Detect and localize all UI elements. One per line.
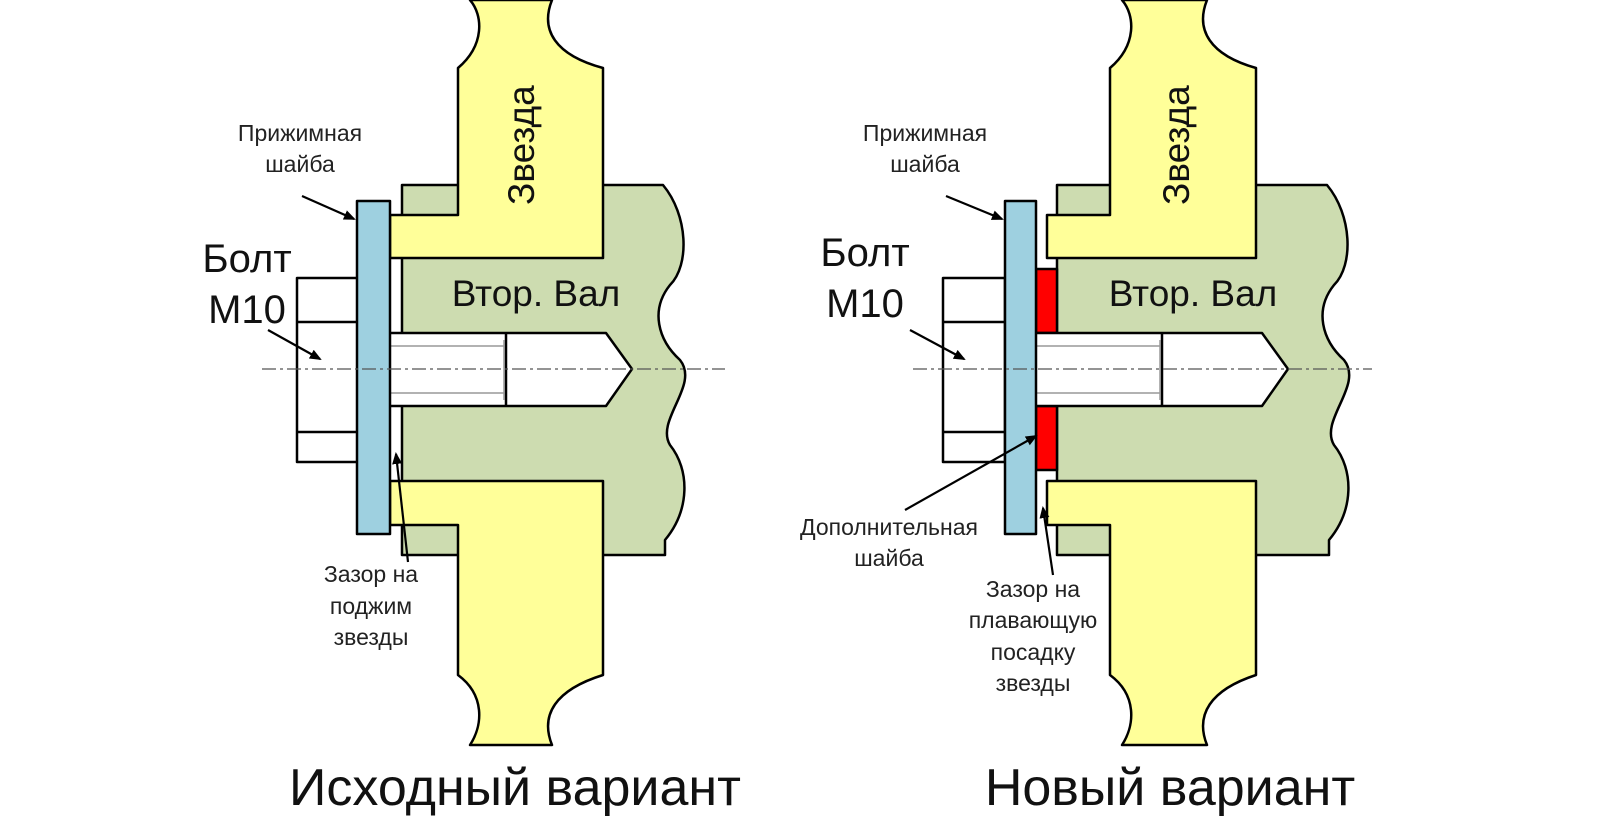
star-lower-right	[1045, 479, 1258, 747]
extra-washer-label-right-1: Дополнительная	[800, 514, 978, 540]
title-right: Новый вариант	[985, 759, 1355, 817]
star-upper-right	[1045, 0, 1258, 260]
washer-label-right-1: Прижимная	[863, 120, 987, 146]
washer-label-right-2: шайба	[890, 151, 960, 177]
extra-washer-leader-right	[904, 435, 1038, 511]
bolt-leader-right	[909, 329, 966, 360]
bolt-head-left	[295, 276, 361, 464]
shaft-label-left: Втор. Вал	[452, 273, 621, 314]
bolt-label-left-1: Болт	[202, 237, 291, 281]
bolt-leader-left	[267, 329, 322, 360]
star-lower-left	[388, 479, 605, 747]
gap-label-right-2: плавающую	[969, 607, 1098, 633]
washer-label-left-2: шайба	[265, 151, 335, 177]
gap-label-right-4: звезды	[996, 670, 1071, 696]
gap-leader-right	[1039, 506, 1055, 576]
extra-washer-upper-right	[1034, 267, 1059, 335]
washer-leader-left	[301, 194, 356, 221]
star-label-right: Звезда	[1156, 85, 1197, 205]
original-variant: Звезда Втор. Вал Болт М10 Прижимная шайб…	[202, 0, 741, 817]
clamp-washer-right	[1003, 199, 1038, 536]
bolt-label-left-2: М10	[208, 288, 286, 332]
bolt-label-right-2: М10	[826, 282, 904, 326]
title-left: Исходный вариант	[289, 759, 741, 817]
thread-left	[390, 340, 505, 400]
washer-leader-right	[945, 194, 1004, 221]
gap-label-right-3: посадку	[991, 639, 1076, 665]
bolt-head-right	[941, 276, 1007, 464]
star-label-left: Звезда	[501, 85, 542, 205]
washer-label-left-1: Прижимная	[238, 120, 362, 146]
gap-label-left-2: поджим	[330, 593, 412, 619]
shaft-label-right: Втор. Вал	[1109, 273, 1278, 314]
clamp-washer-left	[355, 199, 392, 536]
bolt-label-right-1: Болт	[820, 231, 909, 275]
gap-leader-left	[392, 452, 410, 563]
extra-washer-label-right-2: шайба	[854, 545, 924, 571]
gap-label-left-1: Зазор на	[324, 561, 418, 587]
extra-washer-lower-right	[1034, 404, 1059, 472]
new-variant: Звезда Втор. Вал Болт М10 Прижимная шайб…	[800, 0, 1372, 817]
gap-label-left-3: звезды	[334, 624, 409, 650]
star-upper-left	[388, 0, 605, 260]
gap-label-right-1: Зазор на	[986, 576, 1080, 602]
